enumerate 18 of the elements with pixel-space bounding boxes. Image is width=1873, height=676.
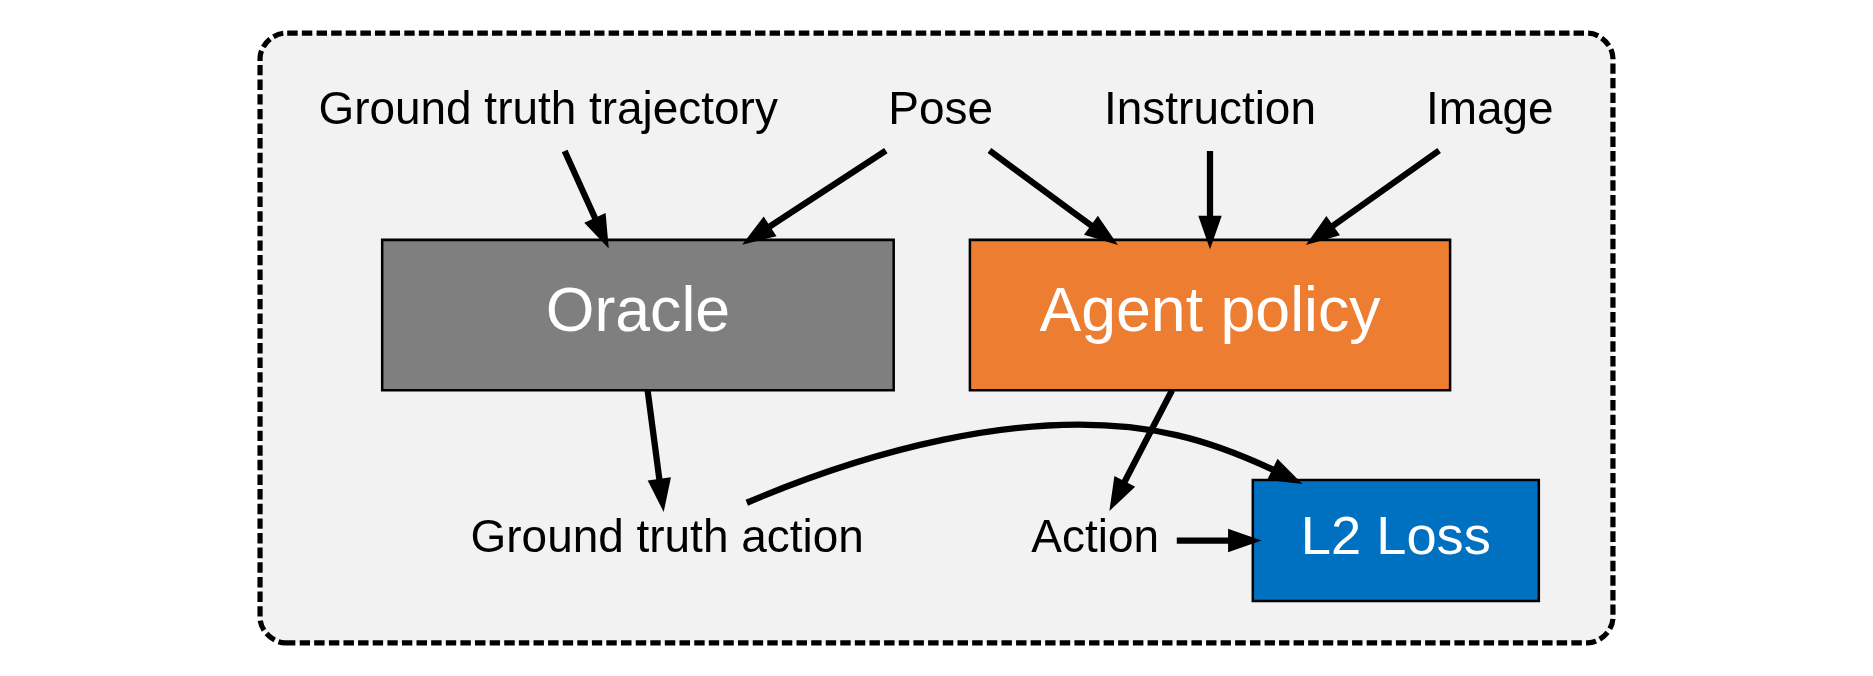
- node-text: Ground truth trajectory: [318, 82, 778, 135]
- node-text: Instruction: [1104, 82, 1316, 135]
- node-box: L2 Loss: [1251, 478, 1541, 603]
- node-box: Agent policy: [968, 238, 1452, 392]
- node-text: Action: [1031, 510, 1159, 563]
- arrow: [1109, 388, 1175, 512]
- node-box: Oracle: [380, 238, 895, 392]
- arrow: [1176, 528, 1262, 553]
- arrow: [561, 149, 609, 249]
- node-text: Ground truth action: [470, 510, 864, 563]
- arrow: [745, 421, 1303, 506]
- arrow: [1305, 147, 1441, 245]
- arrow: [644, 389, 671, 513]
- cluster: [257, 30, 1616, 646]
- node-text: Pose: [888, 82, 994, 135]
- arrow: [742, 147, 888, 245]
- arrow: [987, 148, 1118, 246]
- node-text: Image: [1425, 82, 1554, 135]
